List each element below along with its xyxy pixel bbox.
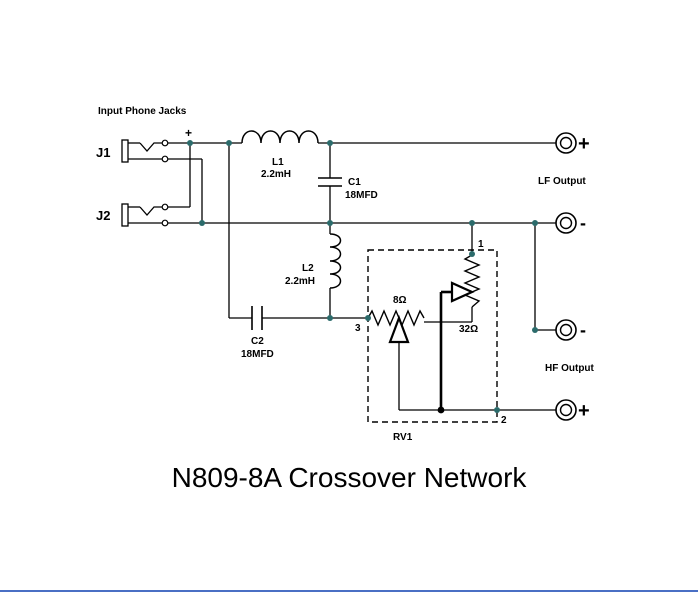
- output-terminal-hf-minus: [555, 319, 577, 341]
- label-j2: J2: [96, 208, 110, 223]
- label-l1-value: 2.2mH: [261, 169, 291, 180]
- label-lf-output: LF Output: [538, 176, 586, 187]
- wiper-junction-dot: [437, 406, 445, 414]
- output-terminal-lf-minus: [555, 212, 577, 234]
- label-l1: L1: [272, 157, 284, 168]
- resistor-8-ohm: [367, 309, 425, 327]
- label-c2: C2: [251, 336, 264, 347]
- label-l2-value: 2.2mH: [285, 276, 315, 287]
- label-c1-value: 18MFD: [345, 190, 378, 201]
- label-pin-2: 2: [501, 415, 507, 426]
- diagram-title: N809-8A Crossover Network: [172, 462, 528, 493]
- label-hf-plus: +: [578, 400, 590, 422]
- wiper-arrow-8-ohm: [388, 314, 410, 344]
- label-input-plus: +: [185, 126, 192, 140]
- label-lf-plus: +: [578, 133, 590, 155]
- label-c2-value: 18MFD: [241, 349, 274, 360]
- output-terminal-lf-plus: [555, 132, 577, 154]
- label-pin-1: 1: [478, 239, 484, 250]
- bottom-rule: [0, 590, 698, 592]
- label-j1: J1: [96, 145, 110, 160]
- capacitor-c1: [318, 177, 342, 187]
- wiper-link: [439, 290, 452, 410]
- input-jack-j2: [121, 203, 169, 227]
- label-r-8-ohm: 8Ω: [393, 295, 407, 306]
- inductor-l1: [241, 130, 319, 144]
- junction-dots: [187, 140, 538, 413]
- label-hf-output: HF Output: [545, 363, 595, 374]
- label-rv1: RV1: [393, 432, 413, 443]
- output-terminal-hf-plus: [555, 399, 577, 421]
- label-c1: C1: [348, 177, 361, 188]
- capacitor-c2: [251, 306, 263, 330]
- resistor-32-ohm: [463, 254, 481, 308]
- wiper-arrow-32-ohm: [450, 281, 475, 303]
- label-hf-minus: -: [580, 320, 586, 340]
- label-r-32-ohm: 32Ω: [459, 324, 478, 335]
- label-input-phone-jacks: Input Phone Jacks: [98, 106, 187, 117]
- rv1-box: [367, 249, 498, 423]
- inductor-l2: [329, 233, 342, 289]
- label-pin-3: 3: [355, 323, 361, 334]
- input-jack-j1: [121, 139, 169, 163]
- label-l2: L2: [302, 263, 314, 274]
- label-lf-minus: -: [580, 213, 586, 233]
- wires: [165, 142, 556, 411]
